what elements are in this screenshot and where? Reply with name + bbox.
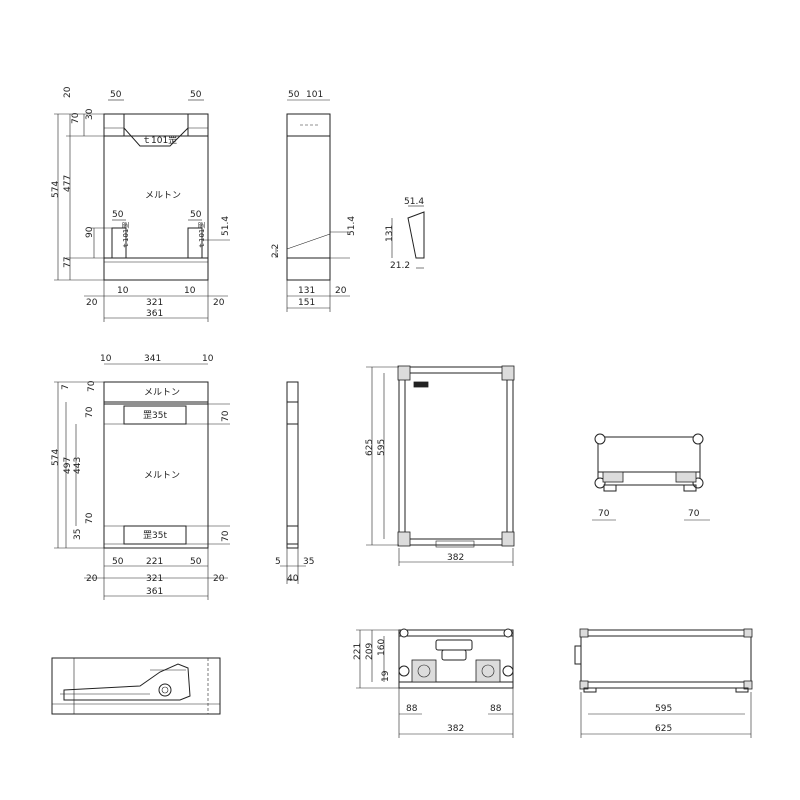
dim-top-361: 361 xyxy=(146,309,163,319)
label-pad-bottom-35: 罡35t xyxy=(143,530,167,541)
dim-bot-70-d: 70 xyxy=(221,410,231,422)
dim-top-51-4: 51.4 xyxy=(221,216,231,236)
dim-bs-5: 5 xyxy=(275,557,281,567)
view-case-section xyxy=(51,657,221,715)
view-top-panel: ｔ101罡 メルトン ｔ101罡 ｔ101罡 20 30 70 477 574 … xyxy=(51,86,231,322)
dim-top-20-r: 20 xyxy=(213,298,225,308)
dim-cs-19: 19 xyxy=(381,670,391,682)
dim-ce-70-r: 70 xyxy=(688,509,700,519)
label-pad-left: ｔ101罡 xyxy=(122,222,130,249)
dim-top-90: 90 xyxy=(85,226,95,238)
dim-cs-88-r: 88 xyxy=(490,704,502,714)
dim-bot-341: 341 xyxy=(144,354,161,364)
view-case-side-handle: 221 209 160 19 88 88 382 xyxy=(353,628,514,738)
dim-bot-10-r: 10 xyxy=(202,354,214,364)
dim-top-20-l: 20 xyxy=(86,298,98,308)
dim-top-477: 477 xyxy=(63,175,73,192)
view-case-long: 595 625 xyxy=(574,628,753,738)
dim-top-50-mr: 50 xyxy=(190,210,202,220)
view-bottom-side: 5 35 40 xyxy=(275,381,314,584)
view-bottom-panel: メルトン 罡35t メルトン 罡35t 10 341 10 7 70 70 57… xyxy=(51,354,231,600)
dim-cs-221: 221 xyxy=(353,643,363,660)
dim-top-574: 574 xyxy=(51,181,61,198)
dim-ce-70-l: 70 xyxy=(598,509,610,519)
dim-top-321: 321 xyxy=(146,298,163,308)
dim-bot-70-c: 70 xyxy=(85,512,95,524)
dim-top-70: 70 xyxy=(71,112,81,124)
dim-cs-160: 160 xyxy=(377,639,387,656)
dim-wedge-21-2: 21.2 xyxy=(390,261,410,271)
dim-cf-595: 595 xyxy=(377,439,387,456)
dim-bot-35: 35 xyxy=(73,529,83,540)
dim-bot-20-l: 20 xyxy=(86,574,98,584)
label-felt-top: メルトン xyxy=(144,388,180,398)
view-top-side: 50 101 51.4 2.2 131 20 151 xyxy=(271,90,357,312)
dim-cf-382: 382 xyxy=(447,553,464,563)
dim-bot-321: 321 xyxy=(146,574,163,584)
label-pad-top-35: 罡35t xyxy=(143,410,167,421)
dim-bot-443: 443 xyxy=(73,457,83,474)
dim-bot-361: 361 xyxy=(146,587,163,597)
dim-bot-221: 221 xyxy=(146,557,163,567)
dim-bs-40: 40 xyxy=(287,574,299,584)
dim-cs-209: 209 xyxy=(365,643,375,660)
dim-cl-625: 625 xyxy=(655,724,672,734)
dim-top-30: 30 xyxy=(85,108,95,120)
label-felt-mid: メルトン xyxy=(144,471,180,481)
dim-cs-88-l: 88 xyxy=(406,704,418,714)
dim-wedge-51-4: 51.4 xyxy=(404,197,424,207)
dim-bot-7: 7 xyxy=(61,384,71,390)
dim-bot-10-l: 10 xyxy=(100,354,112,364)
dim-bs-35: 35 xyxy=(303,557,314,567)
dim-side-51-4: 51.4 xyxy=(347,216,357,236)
dim-cl-595: 595 xyxy=(655,704,672,714)
dim-cs-382: 382 xyxy=(447,724,464,734)
dim-cf-625: 625 xyxy=(365,439,375,456)
dim-bot-497: 497 xyxy=(63,457,73,474)
dim-bot-50-r: 50 xyxy=(190,557,202,567)
dim-side-2-2: 2.2 xyxy=(271,244,281,258)
dim-top-50-tr: 50 xyxy=(190,90,202,100)
dim-top-10-l: 10 xyxy=(117,286,129,296)
dim-top-10-r: 10 xyxy=(184,286,196,296)
label-felt: メルトン xyxy=(145,191,181,201)
label-pad-right: ｔ101罡 xyxy=(198,222,206,249)
dim-bot-70-a: 70 xyxy=(87,380,97,392)
dim-bot-50-l: 50 xyxy=(112,557,124,567)
dim-side-151: 151 xyxy=(298,298,315,308)
dim-side-50: 50 xyxy=(288,90,300,100)
dim-bot-574: 574 xyxy=(51,449,61,466)
label-pad-top: ｔ101罡 xyxy=(142,135,177,146)
dim-bot-70-b: 70 xyxy=(85,406,95,418)
view-case-end: 70 70 xyxy=(592,433,710,521)
dim-top-50-tl: 50 xyxy=(110,90,122,100)
dim-bot-20-r: 20 xyxy=(213,574,225,584)
dim-side-131: 131 xyxy=(298,286,315,296)
view-case-front: 625 595 382 xyxy=(365,365,515,566)
dim-side-20: 20 xyxy=(335,286,347,296)
view-wedge: 51.4 131 21.2 xyxy=(385,197,425,271)
dim-side-101: 101 xyxy=(306,90,323,100)
dim-top-50-ml: 50 xyxy=(112,210,124,220)
dim-bot-70-e: 70 xyxy=(221,530,231,542)
dim-wedge-131: 131 xyxy=(385,225,395,242)
dim-top-77: 77 xyxy=(63,257,73,268)
dim-top-20: 20 xyxy=(63,86,73,98)
